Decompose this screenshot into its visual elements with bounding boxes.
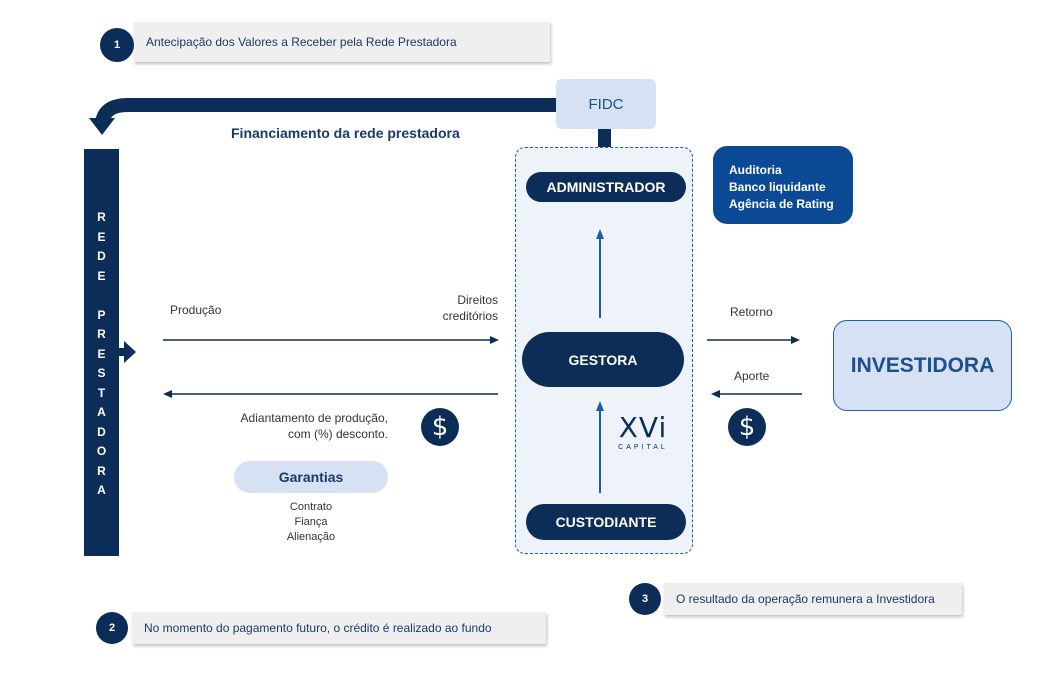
step-1-text: Antecipação dos Valores a Receber pela R… <box>146 35 457 49</box>
xvi-logo: XVi CAPITAL <box>613 411 673 452</box>
rede-letter: R <box>97 463 106 478</box>
step-3-text: O resultado da operação remunera a Inves… <box>676 592 935 606</box>
financing-arrow-head <box>89 118 115 135</box>
investidora-box: INVESTIDORA <box>833 320 1012 411</box>
rede-letter: S <box>97 366 106 380</box>
xvi-logo-sub: CAPITAL <box>618 444 668 451</box>
rede-letter: D <box>97 249 106 263</box>
rede-letter: O <box>96 444 107 458</box>
rede-letter: A <box>97 405 106 419</box>
retorno-label: Retorno <box>730 305 773 319</box>
producao-arrow-head <box>490 336 499 344</box>
sidebar-pointer-stem <box>119 348 125 356</box>
sidebar-pointer-head <box>124 341 136 363</box>
garantias-item: Contrato <box>289 501 333 513</box>
adiantamento-label: Adiantamento de produção, com (%) descon… <box>240 411 388 442</box>
service-item: Agência de Rating <box>729 196 834 211</box>
rede-letter: D <box>97 424 106 439</box>
step-2-text: No momento do pagamento futuro, o crédit… <box>144 621 492 635</box>
fidc-box: FIDC <box>556 79 656 129</box>
service-item: Auditoria <box>729 163 782 177</box>
services-box: Auditoria Banco liquidante Agência de Ra… <box>713 146 853 224</box>
dollar-icon: $ <box>728 408 766 446</box>
direitos-label: Direitos creditórios <box>442 293 498 324</box>
garantias-item: Fiança <box>294 515 328 528</box>
gestora-up-arrow-head <box>596 229 604 239</box>
rede-letter: T <box>97 385 106 400</box>
aporte-arrow-head <box>711 390 720 398</box>
custodiante-up-arrow-head <box>596 401 604 411</box>
rede-letter: E <box>97 268 106 283</box>
garantias-pill: Garantias <box>234 461 388 493</box>
adiantamento-arrow-head <box>163 390 172 398</box>
rede-letter: E <box>97 346 106 361</box>
retorno-arrow-head <box>791 336 800 344</box>
rede-letter: R <box>97 210 106 224</box>
fidc-label: FIDC <box>588 95 624 113</box>
step-2-badge: 2 <box>96 612 128 644</box>
rede-prestadora-bar: R E D E P R E S T A D O R A <box>84 149 119 556</box>
garantias-list: Contrato Fiança Alienação <box>261 500 361 545</box>
step-2-box: No momento do pagamento futuro, o crédit… <box>132 612 546 644</box>
custodiante-box: CUSTODIANTE <box>526 504 686 540</box>
garantias-item: Alienação <box>286 530 336 543</box>
xvi-logo-main: XVi <box>618 411 668 444</box>
step-3-box: O resultado da operação remunera a Inves… <box>664 583 962 615</box>
rede-letter: R <box>97 327 106 341</box>
fidc-connector <box>598 129 611 147</box>
rede-letter: A <box>97 483 106 497</box>
administrador-box: ADMINISTRADOR <box>526 172 686 202</box>
step-3-badge: 3 <box>629 583 661 615</box>
step-1-box: Antecipação dos Valores a Receber pela R… <box>134 22 550 62</box>
gestora-box: GESTORA <box>522 332 684 387</box>
rede-letter: E <box>97 229 106 244</box>
step-1-badge: 1 <box>100 28 134 62</box>
service-item: Banco liquidante <box>729 179 826 194</box>
aporte-label: Aporte <box>734 369 770 383</box>
producao-label: Produção <box>170 303 222 317</box>
financing-label: Financiamento da rede prestadora <box>231 125 460 141</box>
dollar-icon: $ <box>421 408 459 446</box>
rede-letter: P <box>97 307 106 322</box>
